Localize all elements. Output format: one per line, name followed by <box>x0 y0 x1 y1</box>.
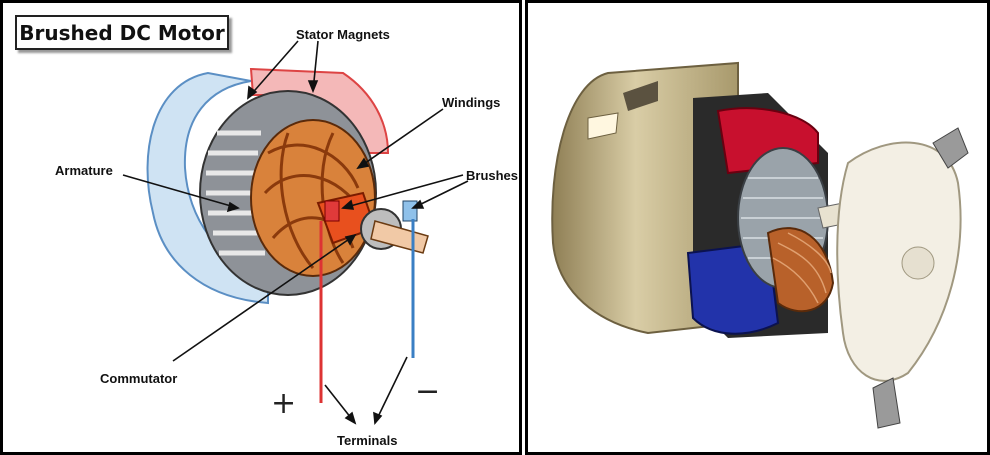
label-brushes: Brushes <box>466 168 519 183</box>
brush-red <box>324 200 340 222</box>
copper-strands <box>772 232 832 304</box>
diagram-panel: Brushed DC Motor Stator Magnets Windings… <box>0 0 522 455</box>
positive-sign: + <box>271 386 297 421</box>
label-terminals: Terminals <box>337 433 398 448</box>
copper-windings <box>766 227 835 313</box>
label-windings: Windings <box>442 95 501 110</box>
end-cap <box>836 141 962 382</box>
motor-cutaway-illustration <box>122 40 469 425</box>
stator-magnet-blue <box>146 71 269 305</box>
terminal-bottom <box>872 377 901 429</box>
armature-laminations <box>206 130 265 256</box>
end-cap-bearing <box>901 246 935 280</box>
brush-blue <box>402 200 418 222</box>
diagram-title-box: Brushed DC Motor <box>15 15 229 50</box>
label-commutator: Commutator <box>100 371 178 386</box>
motor-photo-illustration <box>551 61 969 429</box>
leader-lines <box>122 40 469 425</box>
label-armature: Armature <box>55 163 113 178</box>
photo-panel <box>525 0 990 455</box>
diagram-title: Brushed DC Motor <box>19 20 225 45</box>
negative-sign: − <box>415 374 441 409</box>
can-slot-top <box>623 81 658 111</box>
terminal-top <box>932 127 969 169</box>
label-stator-magnets: Stator Magnets <box>296 27 390 42</box>
can-window <box>587 112 619 140</box>
